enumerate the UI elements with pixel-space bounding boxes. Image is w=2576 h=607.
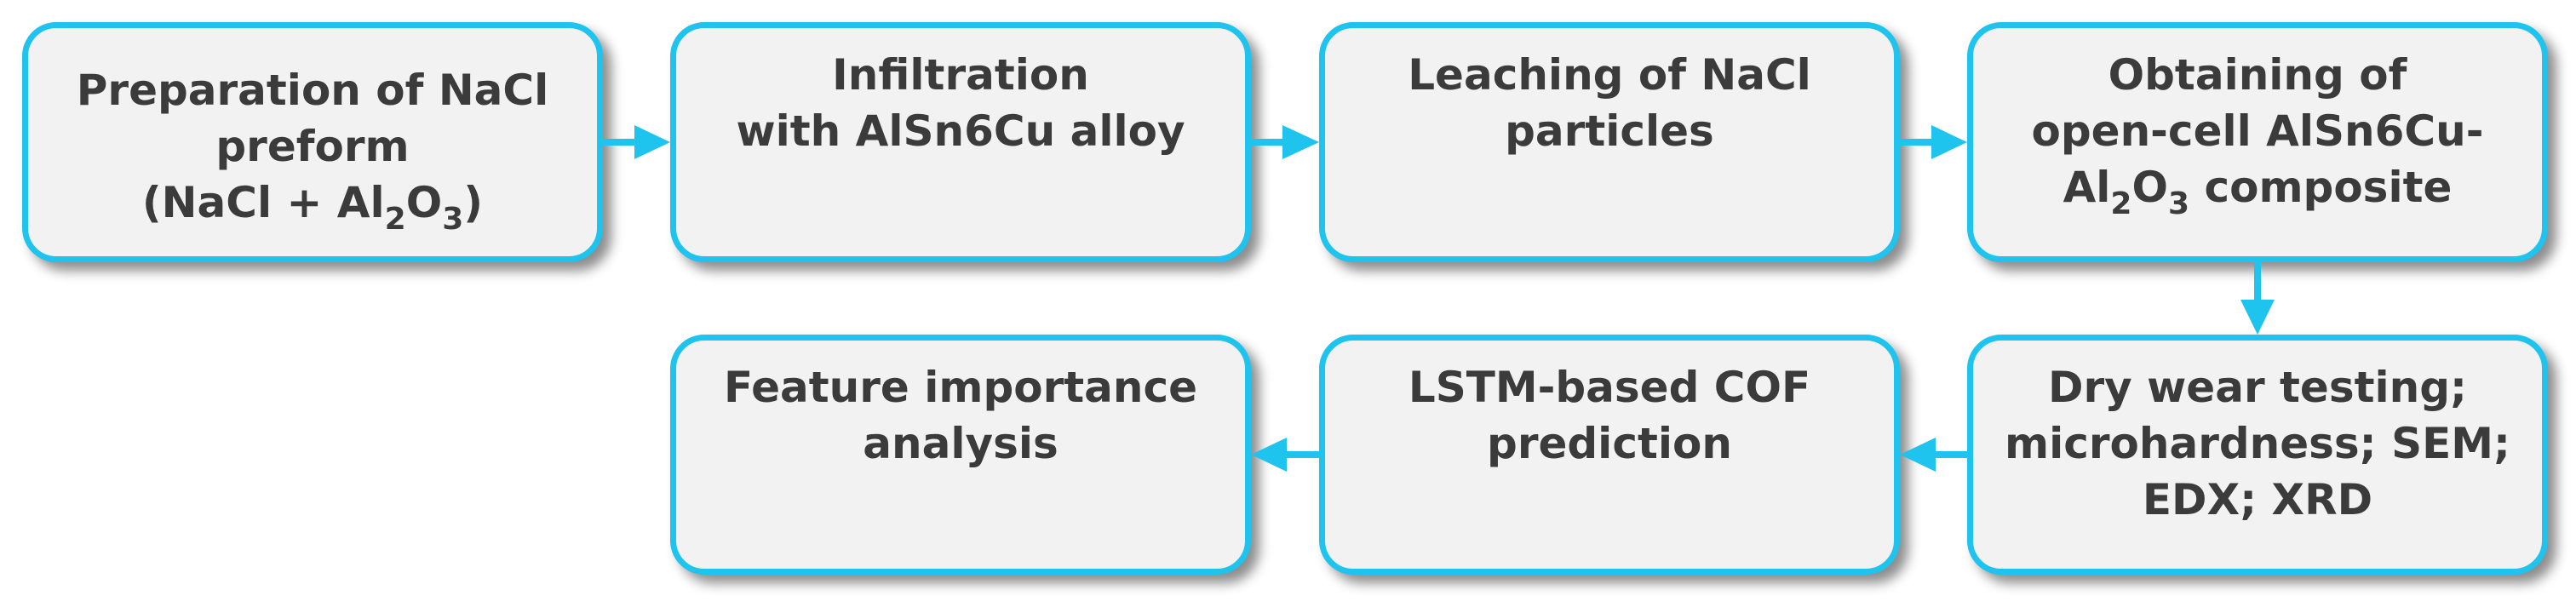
step-preparation-of-nacl-preform: Preparation of NaCl preform (NaCl + Al2O3) — [22, 22, 603, 262]
step-4-line-1: Obtaining of — [2108, 50, 2407, 100]
step-4-label: Obtaining of open-cell AlSn6Cu- Al2O3 comp… — [2031, 47, 2484, 220]
step-1-line-3-close: ) — [463, 178, 484, 227]
step-1-label: Preparation of NaCl preform (NaCl + Al2O3) — [76, 62, 549, 235]
step-4-line-2: open-cell AlSn6Cu- — [2031, 106, 2484, 156]
step-1-line-3-text: (NaCl + Al — [141, 178, 385, 227]
step-leaching: Leaching of NaCl particles — [1319, 22, 1900, 262]
subscript-3: 3 — [2167, 186, 2190, 221]
subscript-2: 2 — [2110, 186, 2132, 221]
step-5-label: Dry wear testing; microhardness; SEM; ED… — [2004, 363, 2511, 524]
step-infiltration: Infiltration with AlSn6Cu alloy — [670, 22, 1251, 262]
step-4-line-3: Al2O3 composite — [2063, 163, 2453, 220]
step-obtaining-composite: Obtaining of open-cell AlSn6Cu- Al2O3 comp… — [1967, 22, 2548, 262]
arrow-right-3-icon — [1900, 125, 1967, 159]
step-lstm-cof-prediction: LSTM-based COF prediction — [1319, 335, 1900, 575]
step-feature-importance: Feature importance analysis — [670, 335, 1251, 575]
step-7-label: Feature importance analysis — [723, 363, 1198, 468]
step-6-label: LSTM-based COF prediction — [1408, 363, 1811, 468]
subscript-3: 3 — [442, 202, 464, 237]
step-1-line-2: preform — [215, 122, 410, 171]
arrow-right-1-icon — [603, 125, 670, 159]
step-4-line-3-text: Al — [2063, 163, 2111, 212]
step-1-line-3: (NaCl + Al2O3) — [141, 178, 484, 235]
arrow-down-icon — [2240, 262, 2275, 335]
step-4-line-3-oxygen: O — [2131, 163, 2168, 212]
step-dry-wear-testing: Dry wear testing; microhardness; SEM; ED… — [1967, 335, 2548, 575]
arrow-right-2-icon — [1251, 125, 1319, 159]
step-1-line-3-oxygen: O — [405, 178, 443, 227]
arrow-left-2-icon — [1251, 438, 1319, 472]
arrow-left-1-icon — [1900, 438, 1967, 472]
step-3-label: Leaching of NaCl particles — [1408, 50, 1811, 156]
step-2-label: Infiltration with AlSn6Cu alloy — [736, 50, 1185, 156]
step-4-line-3-composite: composite — [2189, 163, 2453, 212]
subscript-2: 2 — [384, 202, 406, 237]
step-1-line-1: Preparation of NaCl — [76, 66, 549, 115]
